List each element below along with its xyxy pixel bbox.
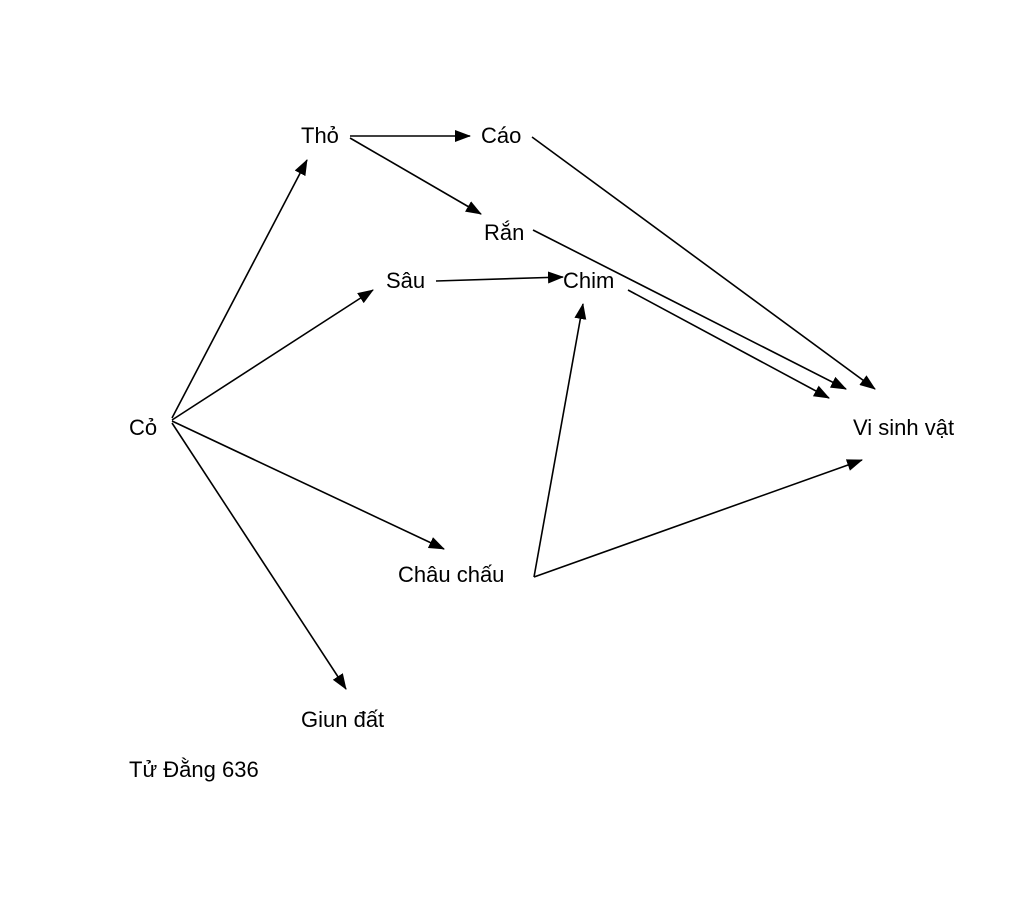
node-sau: Sâu <box>386 268 426 293</box>
arrow-cao-to-vi-sinh-vat <box>531 136 876 390</box>
arrow-co-to-giun-dat <box>171 422 347 690</box>
arrow-co-to-sau <box>171 289 374 421</box>
footer-note: Tử Đằng 636 <box>129 757 259 782</box>
node-co: Cỏ <box>129 415 158 440</box>
arrow-co-to-chau-chau <box>171 420 445 550</box>
arrow-chau-chau-to-chim <box>533 303 587 578</box>
node-chau-chau: Châu chấu <box>398 562 505 587</box>
arrow-co-to-tho <box>171 159 308 419</box>
arrow-tho-to-ran <box>349 137 482 215</box>
node-chim: Chim <box>563 268 615 293</box>
arrow-ran-to-vi-sinh-vat <box>532 229 847 390</box>
node-giun-dat: Giun đất <box>301 707 385 732</box>
node-cao: Cáo <box>481 123 522 148</box>
arrow-chim-to-vi-sinh-vat <box>627 289 830 399</box>
node-tho: Thỏ <box>301 123 339 148</box>
node-ran: Rắn <box>484 220 525 245</box>
arrow-sau-to-chim <box>435 271 564 284</box>
arrow-chau-chau-to-vi-sinh-vat <box>533 459 863 578</box>
node-vi-sinh-vat: Vi sinh vật <box>853 415 955 440</box>
